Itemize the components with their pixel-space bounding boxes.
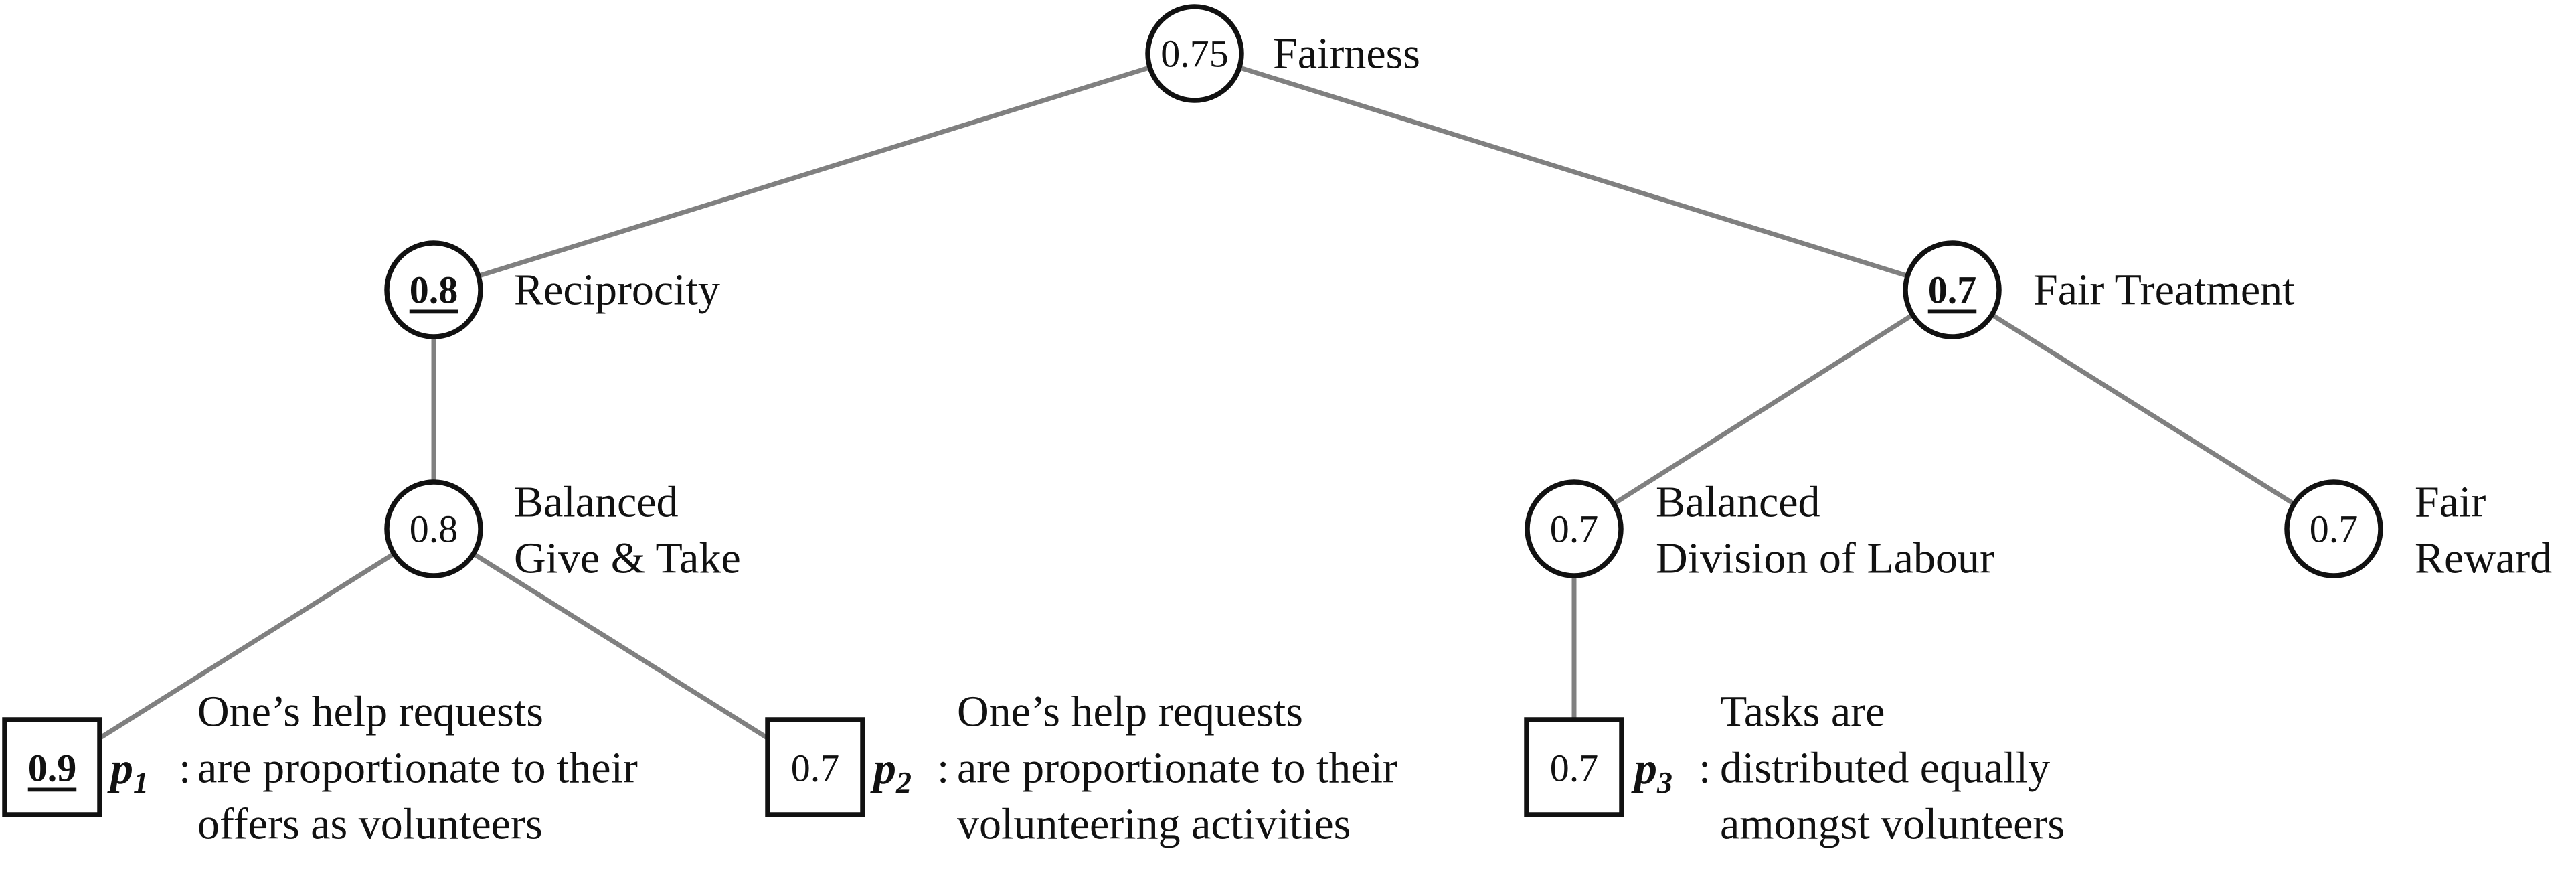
proposition-p3-value: 0.7 xyxy=(1550,746,1599,790)
proposition-p3-letter: p xyxy=(1631,742,1657,793)
proposition-p1-value: 0.9 xyxy=(28,746,77,790)
edge-balanced-give-take-p1 xyxy=(51,527,435,770)
node-balanced-give-take-label-line-1: Balanced xyxy=(514,478,679,527)
proposition-p1-text-line-3: offers as volunteers xyxy=(197,800,543,849)
proposition-p1-id: p1 xyxy=(107,742,149,799)
node-fair-reward: 0.7 Fair Reward xyxy=(2284,478,2552,583)
proposition-p2-text-line-3: volunteering activities xyxy=(957,800,1351,849)
tree-edges xyxy=(51,51,2335,770)
node-balanced-division-value: 0.7 xyxy=(1550,507,1599,551)
edge-fairness-fair-treatment xyxy=(1193,51,1954,293)
proposition-p2-value: 0.7 xyxy=(791,746,840,790)
edge-balanced-give-take-p2 xyxy=(432,527,817,770)
proposition-p2-letter: p xyxy=(870,742,896,793)
node-reciprocity-value: 0.8 xyxy=(410,268,458,312)
node-fair-reward-label-line-2: Reward xyxy=(2415,534,2552,583)
edge-fair-treatment-fair-reward xyxy=(1951,288,2335,531)
node-balanced-give-take-label-line-2: Give & Take xyxy=(514,534,741,583)
node-reciprocity: 0.8 Reciprocity xyxy=(384,240,720,339)
proposition-p1-separator: : xyxy=(179,744,191,793)
node-fair-treatment-label: Fair Treatment xyxy=(2033,266,2295,315)
node-fair-reward-label-line-1: Fair xyxy=(2415,478,2486,527)
node-balanced-give-take-circle xyxy=(384,479,483,578)
proposition-p1-box xyxy=(2,717,102,817)
proposition-p3-subscript: 3 xyxy=(1656,765,1672,799)
node-fair-treatment-value: 0.7 xyxy=(1928,268,1977,312)
proposition-p1-subscript: 1 xyxy=(133,765,149,799)
proposition-p3-text-line-2: distributed equally xyxy=(1720,744,2050,793)
proposition-p1-text-line-1: One’s help requests xyxy=(197,688,543,736)
node-balanced-division-circle xyxy=(1525,479,1624,578)
proposition-p2-id: p2 xyxy=(870,742,912,799)
proposition-p2: 0.7 p2 : One’s help requests are proport… xyxy=(765,688,1397,849)
node-fairness: 0.75 Fairness xyxy=(1145,4,1420,103)
proposition-p3-text-line-3: amongst volunteers xyxy=(1720,800,2065,849)
proposition-p2-subscript: 2 xyxy=(895,765,912,799)
proposition-p3-box xyxy=(1524,717,1624,817)
node-fairness-circle xyxy=(1145,4,1244,103)
proposition-p1: 0.9 p1 : One’s help requests are proport… xyxy=(2,688,638,849)
node-balanced-division-label-line-1: Balanced xyxy=(1656,478,1820,527)
proposition-p2-separator: : xyxy=(937,744,949,793)
node-fair-treatment-circle xyxy=(1903,240,2002,339)
proposition-p1-letter: p xyxy=(107,742,133,793)
node-reciprocity-label: Reciprocity xyxy=(514,266,720,315)
proposition-p3-text-line-1: Tasks are xyxy=(1720,688,1885,736)
edge-fairness-reciprocity xyxy=(432,51,1196,293)
node-fair-reward-circle xyxy=(2284,479,2383,578)
proposition-p2-text-line-2: are proportionate to their xyxy=(957,744,1397,793)
node-fair-treatment: 0.7 Fair Treatment xyxy=(1903,240,2295,339)
proposition-p3-id: p3 xyxy=(1631,742,1672,799)
proposition-p2-text-line-1: One’s help requests xyxy=(957,688,1303,736)
node-balanced-division-of-labour: 0.7 Balanced Division of Labour xyxy=(1525,478,1994,583)
proposition-p1-text-line-2: are proportionate to their xyxy=(197,744,638,793)
node-balanced-give-take-value: 0.8 xyxy=(410,507,458,551)
node-balanced-division-label-line-2: Division of Labour xyxy=(1656,534,1994,583)
proposition-p3-separator: : xyxy=(1699,744,1711,793)
node-balanced-give-take: 0.8 Balanced Give & Take xyxy=(384,478,741,583)
edge-fair-treatment-balanced-division xyxy=(1573,288,1954,531)
node-fair-reward-value: 0.7 xyxy=(2310,507,2358,551)
node-fairness-value: 0.75 xyxy=(1161,32,1229,76)
proposition-p3: 0.7 p3 : Tasks are distributed equally a… xyxy=(1524,688,2065,849)
node-fairness-label: Fairness xyxy=(1273,29,1420,78)
proposition-p2-box xyxy=(765,717,865,817)
node-reciprocity-circle xyxy=(384,240,483,339)
